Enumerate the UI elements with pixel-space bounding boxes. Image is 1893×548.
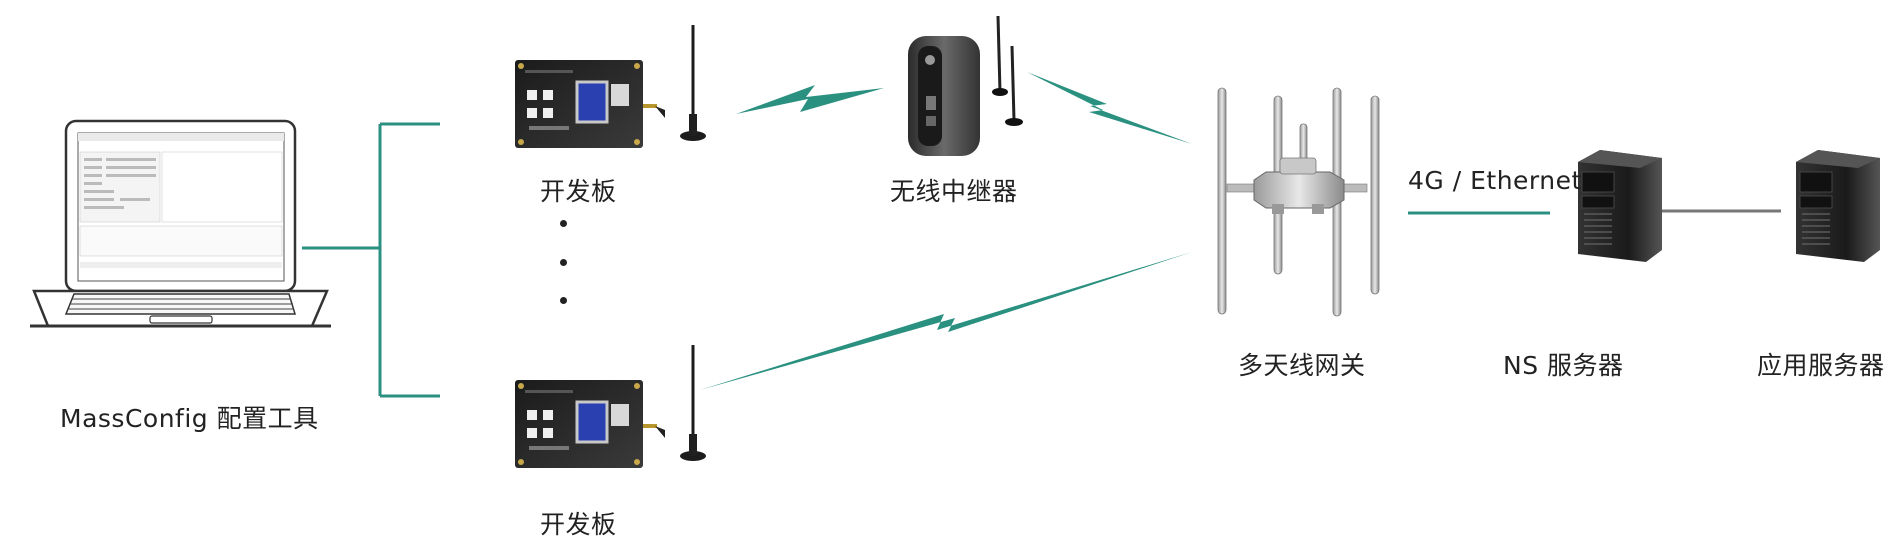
ns-server-label: NS 服务器 — [1503, 351, 1624, 380]
laptop-label: MassConfig 配置工具 — [60, 404, 319, 433]
multi-antenna-gateway-icon — [1217, 87, 1380, 317]
ellipsis-dot — [560, 220, 567, 227]
laptop-bracket-connector — [302, 122, 440, 398]
ellipsis-dot — [560, 259, 567, 266]
wireless-link-board-relay — [736, 85, 884, 114]
dev-board-bottom-icon — [513, 343, 708, 470]
app-server-label: 应用服务器 — [1757, 351, 1885, 380]
dev-board-top-icon — [513, 23, 708, 150]
ns-server-icon — [1577, 149, 1663, 263]
dev-board-top-label: 开发板 — [540, 177, 617, 206]
ellipsis-dot — [560, 297, 567, 304]
gateway-label: 多天线网关 — [1238, 351, 1366, 380]
wireless-link-relay-gateway — [1027, 72, 1192, 144]
app-server-icon — [1795, 149, 1881, 263]
ethernet-link-label: 4G / Ethernet — [1408, 166, 1582, 195]
laptop-icon — [30, 119, 331, 328]
relay-label: 无线中继器 — [890, 177, 1018, 206]
wireless-relay-icon — [908, 15, 1023, 156]
wireless-link-board-gateway — [700, 252, 1192, 390]
dev-board-bottom-label: 开发板 — [540, 510, 617, 539]
